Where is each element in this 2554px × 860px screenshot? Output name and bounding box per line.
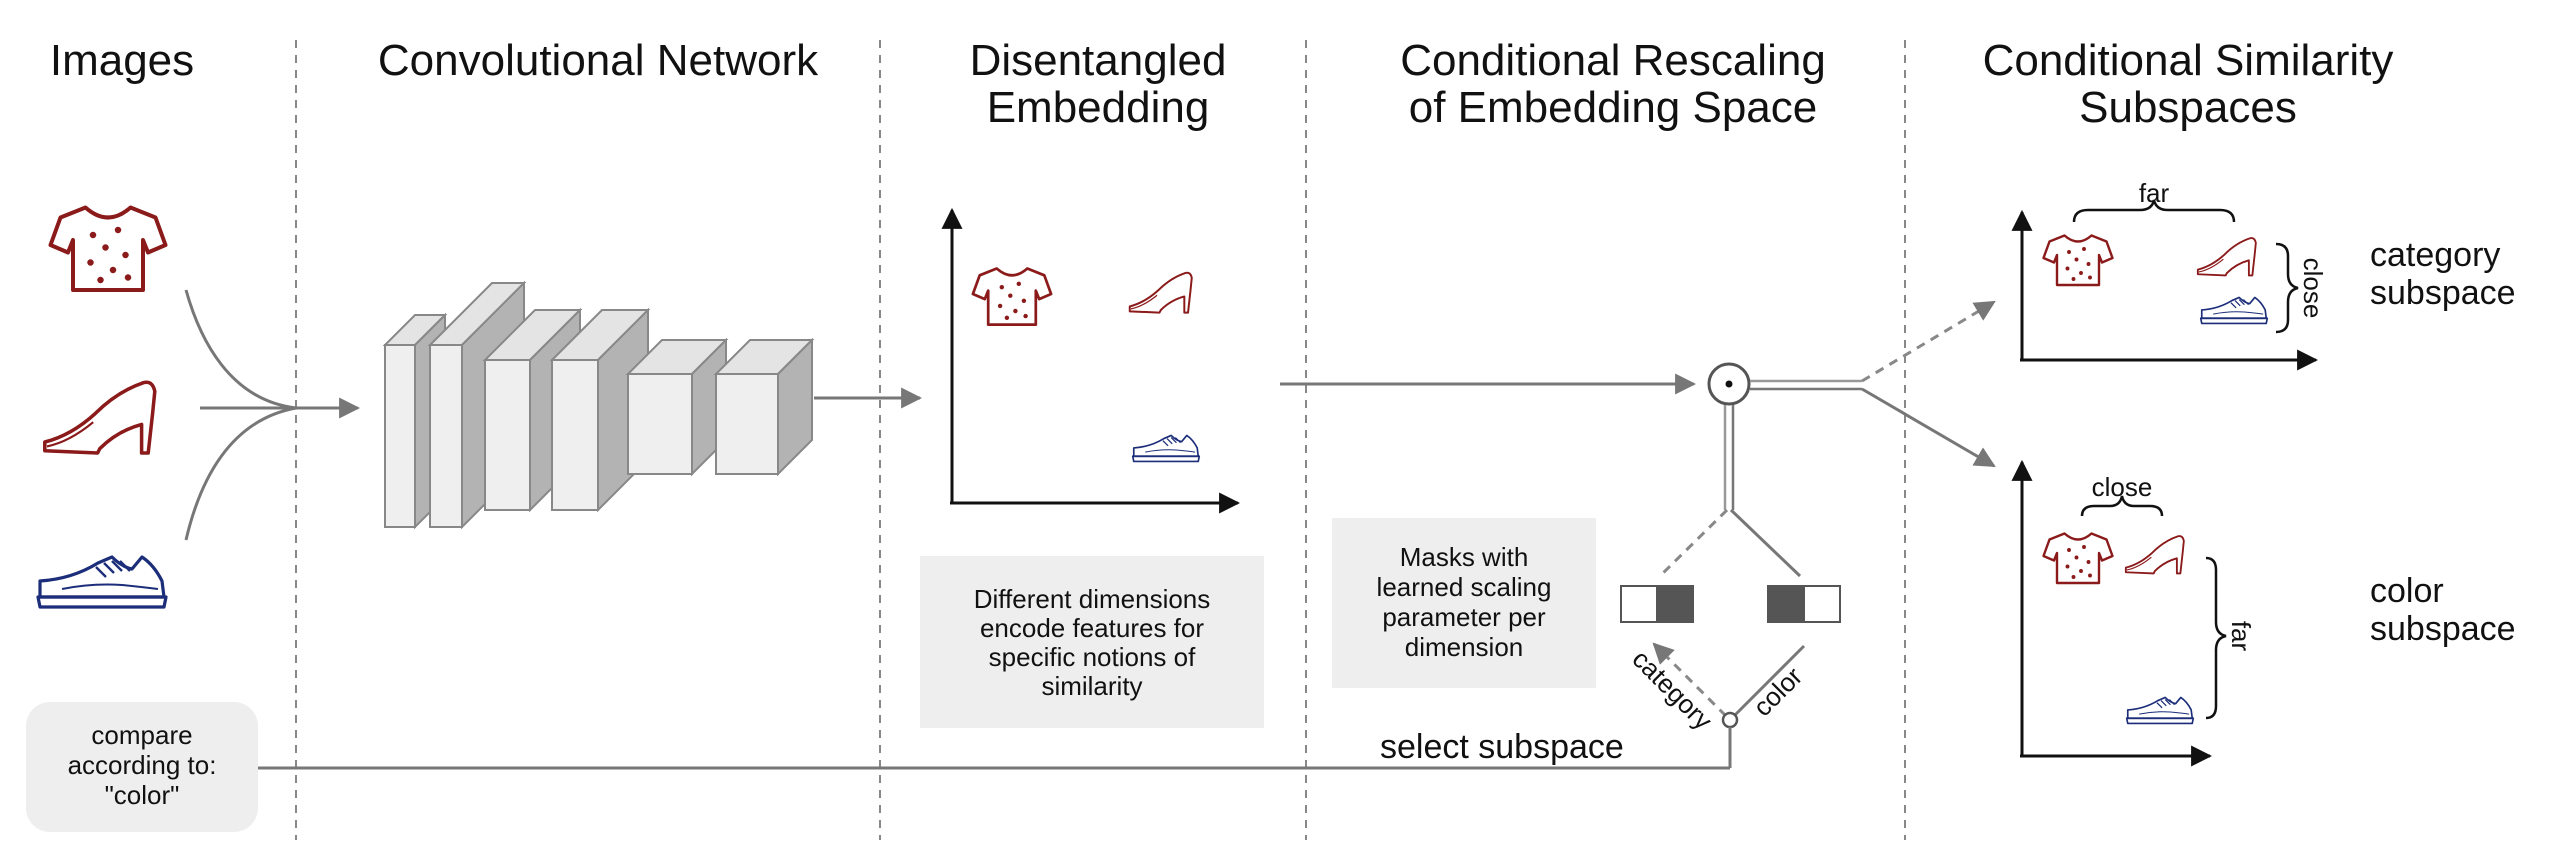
color-close-brace	[2080, 495, 2164, 517]
operator-output	[1750, 300, 1996, 468]
header-images: Images	[50, 36, 194, 85]
masks-note-line1: Masks with	[1400, 542, 1529, 572]
header-rescale-line2: of Embedding Space	[1409, 83, 1818, 132]
masks-note-line3: parameter per	[1382, 602, 1546, 632]
category-close-brace	[2275, 242, 2299, 334]
select-subspace-label: select subspace	[1380, 728, 1624, 766]
color-subspace-name-line2: subspace	[2370, 610, 2516, 648]
color-subspace-plot: close far	[2011, 459, 2256, 767]
category-heel-icon	[2196, 237, 2257, 277]
compare-line3: "color"	[105, 780, 180, 810]
header-disentangled-line2: Embedding	[987, 83, 1210, 132]
heel-shoe-icon	[43, 380, 157, 455]
category-shirt-icon	[2042, 234, 2114, 287]
cnn-layers	[382, 280, 815, 530]
category-far-brace	[2072, 199, 2236, 223]
masks-note-box: Masks with learned scaling parameter per…	[1332, 518, 1596, 688]
color-far-label: far	[2226, 621, 2256, 652]
embedding-sneaker-icon	[1131, 434, 1201, 463]
header-disentangled-line1: Disentangled	[970, 36, 1227, 85]
header-subspaces-line2: Subspaces	[2079, 83, 2297, 132]
subspace-selector: category color	[1626, 642, 1808, 736]
category-sneaker-icon	[2199, 296, 2269, 325]
category-mask	[1620, 585, 1694, 623]
sneaker-icon	[36, 555, 168, 609]
compare-line1: compare	[91, 720, 192, 750]
color-mask	[1767, 585, 1841, 623]
compare-box: compare according to: "color"	[26, 702, 258, 832]
section-dividers	[295, 40, 1906, 840]
compare-line2: according to:	[68, 750, 217, 780]
arrow-to-category-subspace	[1861, 300, 1996, 383]
operator-dot	[1725, 380, 1733, 388]
category-close-label: close	[2298, 258, 2328, 319]
masks-note-line2: learned scaling	[1377, 572, 1552, 602]
color-close-label: close	[2092, 472, 2153, 502]
embedding-note-line1: Different dimensions	[974, 584, 1211, 614]
embedding-plot	[941, 207, 1241, 514]
category-mask-label: category	[1626, 644, 1718, 736]
color-subspace-name-line1: color	[2370, 572, 2444, 610]
embedding-shirt-icon	[971, 267, 1053, 326]
header-conv-net: Convolutional Network	[378, 36, 819, 85]
embedding-note-box: Different dimensions encode features for…	[920, 556, 1264, 728]
embedding-note-line3: specific notions of	[989, 642, 1196, 672]
cnn-layer-2	[427, 280, 527, 530]
category-far-label: far	[2139, 178, 2170, 208]
color-far-brace	[2205, 556, 2227, 720]
color-heel-icon	[2124, 535, 2185, 575]
category-subspace-name-line1: category	[2370, 236, 2500, 274]
embedding-note-line2: encode features for	[980, 613, 1204, 643]
selector-node	[1721, 711, 1739, 729]
input-merge-curves	[184, 289, 297, 541]
color-mask-label: color	[1747, 661, 1808, 722]
selector-to-category-arrow	[1652, 642, 1728, 718]
selector-to-color-line	[1732, 644, 1806, 718]
mask-connector	[1658, 405, 1802, 578]
color-shirt-icon	[2042, 532, 2114, 585]
category-subspace-name-line2: subspace	[2370, 274, 2516, 312]
mask-branch-category	[1658, 508, 1729, 578]
cnn-layer-6	[713, 337, 815, 477]
embedding-heel-icon	[1128, 271, 1193, 314]
cnn-layer-5	[625, 337, 729, 477]
shirt-icon	[48, 205, 168, 292]
header-subspaces-line1: Conditional Similarity	[1983, 36, 2394, 85]
header-rescale-line1: Conditional Rescaling	[1400, 36, 1826, 85]
category-subspace-plot: far close	[2011, 178, 2328, 371]
embedding-note-line4: similarity	[1041, 671, 1142, 701]
color-sneaker-icon	[2125, 696, 2195, 725]
mask-branch-color	[1729, 508, 1802, 578]
masks-note-line4: dimension	[1405, 632, 1524, 662]
arrow-to-color-subspace	[1861, 387, 1996, 468]
